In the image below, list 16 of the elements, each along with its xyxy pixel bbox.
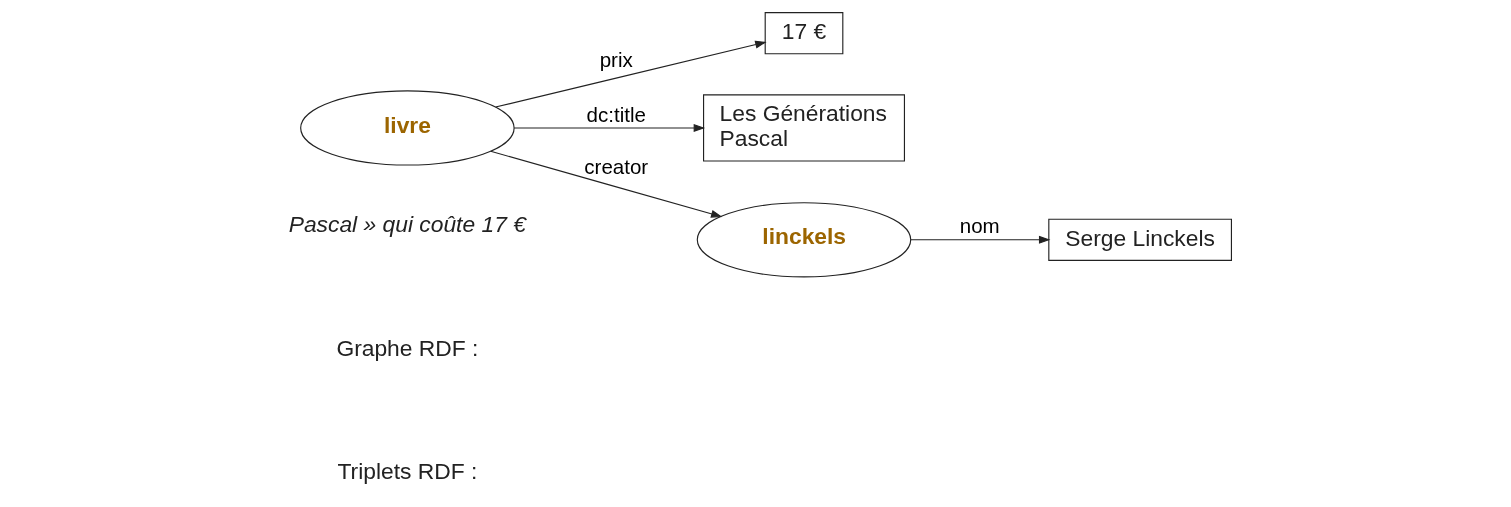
node-box: Les Générations Pascal: [703, 94, 905, 162]
edge-label: dc:title: [586, 102, 646, 126]
node-box: Serge Linckels: [1048, 218, 1232, 261]
edge-label: nom: [959, 214, 1000, 238]
label: Triplets RDF :: [337, 458, 478, 485]
node-ellipse: linckels: [696, 202, 912, 278]
node-box: 17 €: [764, 12, 844, 55]
arrow: [495, 40, 767, 108]
node-ellipse: livre: [300, 90, 515, 166]
arrow: [490, 150, 723, 218]
label: Pascal » qui coûte 17 €: [288, 210, 526, 237]
arrow: [513, 123, 706, 132]
edge-label: prix: [599, 47, 633, 71]
edge-label: creator: [584, 155, 649, 179]
label: Graphe RDF :: [336, 335, 479, 362]
arrow: [910, 235, 1051, 244]
